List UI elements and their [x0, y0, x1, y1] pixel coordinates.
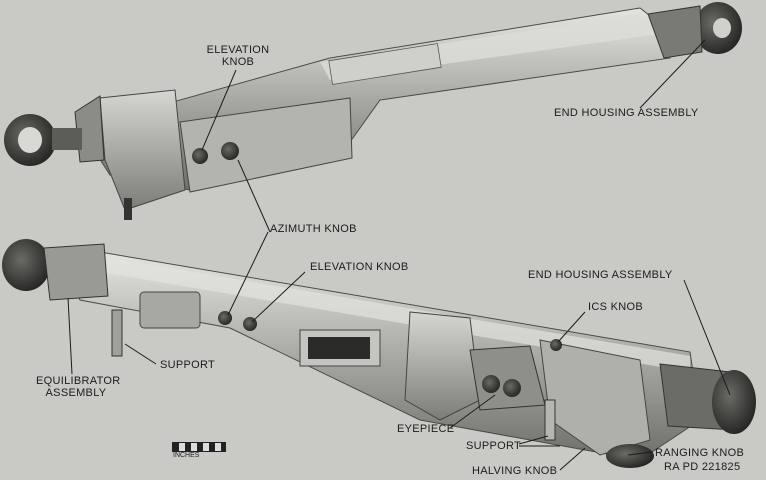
label-halving-knob: HALVING KNOB: [472, 465, 558, 477]
label-support-bottom: SUPPORT: [466, 440, 522, 452]
eyepiece-left-icon: [482, 375, 500, 393]
label-line: ELEVATION: [206, 44, 270, 56]
label-end-housing-upper: END HOUSING ASSEMBLY: [554, 107, 699, 119]
inch-scale-bar: INCHES: [172, 442, 226, 464]
label-ranging-knob: RANGING KNOB: [655, 447, 745, 459]
azimuth-knob-lower-icon: [218, 311, 232, 325]
callout-leaders: [67, 39, 731, 471]
label-elevation-knob-upper: ELEVATION KNOB: [203, 44, 273, 68]
figure-id: RA PD 221825: [664, 461, 741, 473]
label-line: EQUILIBRATOR: [36, 375, 121, 387]
label-end-housing-lower: END HOUSING ASSEMBLY: [528, 269, 673, 281]
elevation-knob-upper-icon: [192, 148, 208, 164]
azimuth-knob-upper-icon: [221, 142, 239, 160]
label-line: ASSEMBLY: [45, 387, 107, 399]
label-line: KNOB: [221, 56, 255, 68]
label-azimuth-knob: AZIMUTH KNOB: [270, 223, 357, 235]
eyepiece-right-icon: [503, 379, 521, 397]
label-ics-knob: ICS KNOB: [588, 301, 643, 313]
lower-rangefinder: [2, 239, 756, 468]
ics-knob-icon: [550, 339, 562, 351]
label-elevation-knob-lower: ELEVATION KNOB: [310, 261, 409, 273]
scale-ticks: [172, 442, 226, 452]
upper-rangefinder: [4, 2, 742, 220]
scale-unit-label: INCHES: [173, 452, 200, 459]
label-support-left: SUPPORT: [160, 359, 216, 371]
label-eyepiece: EYEPIECE: [397, 423, 455, 435]
label-equilibrator-assembly: EQUILIBRATOR ASSEMBLY: [36, 375, 121, 399]
